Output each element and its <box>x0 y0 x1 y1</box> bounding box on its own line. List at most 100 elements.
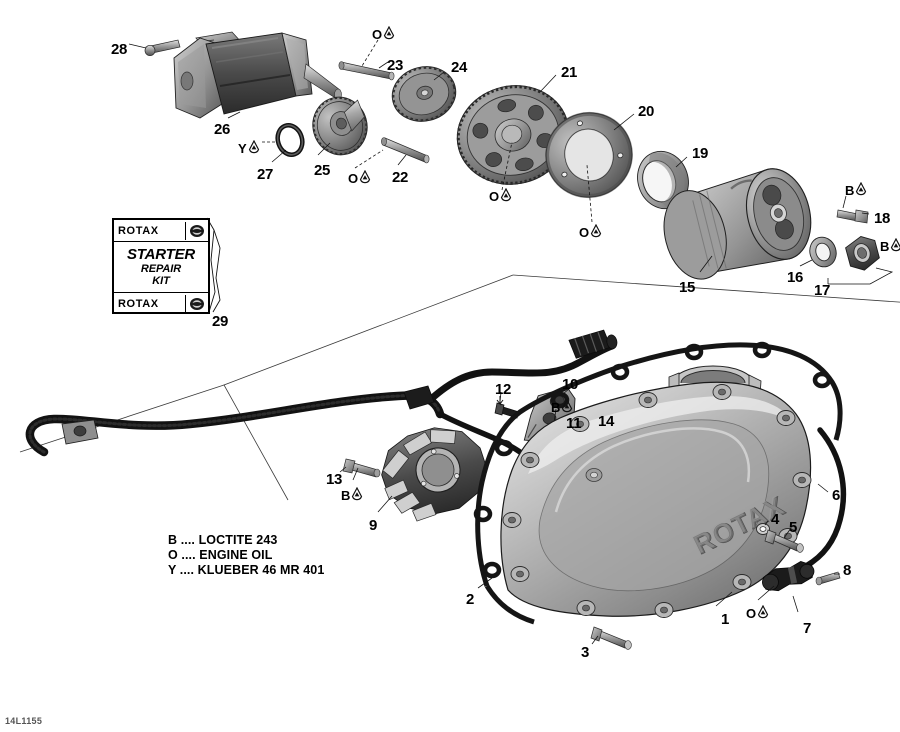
part-28-starter-bolt <box>128 39 181 57</box>
fluid-symbol: O <box>348 170 359 186</box>
loctite-drop-icon <box>351 486 363 503</box>
oil-drop-icon <box>500 187 512 204</box>
callout-sensor-cable: 6 <box>832 487 841 504</box>
part-2-cover-gasket <box>473 341 843 625</box>
part-18-screw-small <box>836 195 870 224</box>
part-21-starter-drive-gear <box>456 74 570 191</box>
part-17-flywheel-nut <box>827 236 894 285</box>
kit-title: STARTER <box>126 246 196 263</box>
loctite-drop-icon <box>855 181 867 198</box>
callout-cover-gasket: 2 <box>466 591 475 608</box>
part-1-engine-cover: ROTAX ROTAX <box>500 365 812 618</box>
fluid-marker-o: O <box>489 187 512 204</box>
fluid-symbol: B <box>880 238 890 254</box>
oil-drop-icon <box>757 604 769 621</box>
loctite-drop-icon <box>561 398 573 415</box>
part-25-reduction-gear <box>312 96 368 156</box>
callout-rubber-grommet: 14 <box>598 413 615 430</box>
callout-cable-guide-plate: 10 <box>562 376 579 393</box>
kit-sub-2: KIT <box>152 275 170 287</box>
fluid-symbol: O <box>579 224 590 240</box>
callout-idler-gear: 24 <box>451 59 468 76</box>
fluid-marker-b: B <box>341 486 363 503</box>
callout-sensor-screw: 8 <box>843 562 852 579</box>
legend-line-o: O .... ENGINE OIL <box>168 548 273 562</box>
grease-drop-icon <box>248 139 260 156</box>
fluid-symbol: B <box>845 182 855 198</box>
fluid-marker-o: O <box>746 604 769 621</box>
stator-wiring-harness <box>25 342 616 457</box>
starter-repair-kit-label: ROTAX STARTER REPAIR KIT ROTAX <box>112 218 210 314</box>
fluid-legend: B .... LOCTITE 243 O .... ENGINE OIL Y .… <box>168 533 324 578</box>
part-24-idler-gear <box>391 66 457 122</box>
part-5-screw <box>764 527 804 553</box>
callout-shaft-lower: 22 <box>392 169 409 186</box>
fluid-symbol: O <box>746 605 757 621</box>
fluid-marker-o: O <box>372 25 395 42</box>
fluid-symbol: Y <box>238 140 247 156</box>
callout-sprag-clutch-plate: 20 <box>638 103 655 120</box>
callout-flywheel-nut: 17 <box>814 282 831 299</box>
fluid-symbol: B <box>341 487 351 503</box>
kit-brand-top: ROTAX <box>118 224 159 237</box>
kit-row-top: ROTAX <box>114 220 208 242</box>
part-22-shaft-lower <box>354 137 430 169</box>
loctite-drop-icon <box>890 237 900 254</box>
kit-sub-1: REPAIR <box>140 263 182 275</box>
callout-starter-drive-gear: 21 <box>561 64 578 81</box>
callout-stator-screw: 12 <box>495 381 512 398</box>
callout-flywheel-magneto: 15 <box>679 279 696 296</box>
kit-row-bottom: ROTAX <box>114 292 208 314</box>
part-4-washer <box>756 520 770 535</box>
callout-o-ring: 27 <box>257 166 274 183</box>
fluid-marker-b: B <box>880 237 900 254</box>
kit-brand-bottom: ROTAX <box>118 297 159 310</box>
fluid-symbol: O <box>489 188 500 204</box>
callout-shaft-upper: 23 <box>387 57 404 74</box>
callout-reduction-gear: 25 <box>314 162 331 179</box>
callout-starter-ring: 19 <box>692 145 709 162</box>
part-7-crank-position-sensor <box>757 560 815 613</box>
part-29-leader <box>206 217 221 313</box>
fluid-marker-b: B <box>551 398 573 415</box>
grouping-outline <box>19 274 900 501</box>
callout-engine-cover: 1 <box>721 611 730 628</box>
part-23-shaft-upper <box>338 39 395 81</box>
fluid-marker-b: B <box>845 181 867 198</box>
rotax-roundel-icon-bottom <box>185 294 208 313</box>
callout-screw-small: 18 <box>874 210 891 227</box>
sheet-code: 14L1155 <box>5 716 43 726</box>
oil-drop-icon <box>359 169 371 186</box>
legend-line-y: Y .... KLUEBER 46 MR 401 <box>168 563 325 577</box>
fluid-marker-o: O <box>348 169 371 186</box>
callout-crank-position-sensor: 7 <box>803 620 812 637</box>
callout-washer: 4 <box>771 511 780 528</box>
kit-title-block: STARTER REPAIR KIT <box>114 242 208 292</box>
callout-starter-motor: 26 <box>214 121 231 138</box>
part-20-sprag-clutch-plate <box>545 111 635 223</box>
callout-starter-motor-bolt: 28 <box>111 41 128 58</box>
fluid-symbol: O <box>372 26 383 42</box>
part-9-stator <box>377 427 488 522</box>
fluid-marker-y: Y <box>238 139 260 156</box>
part-10-connector <box>568 329 618 359</box>
part-19-starter-ring <box>637 150 689 210</box>
part-8-sensor-screw <box>815 571 841 586</box>
part-15-flywheel-magneto <box>663 168 812 280</box>
part-27-o-ring <box>262 123 305 163</box>
callout-screw: 5 <box>789 519 798 536</box>
callout-stator: 9 <box>369 517 378 534</box>
part-3-cover-screw-lower <box>590 626 632 650</box>
part-26-starter-motor <box>173 31 342 119</box>
callout-stator-bolt: 13 <box>326 471 343 488</box>
callout-guide-screw: 11 <box>566 415 582 432</box>
rotax-roundel-icon <box>185 221 208 240</box>
callout-washer-flywheel: 16 <box>787 269 804 286</box>
legend-line-b: B .... LOCTITE 243 <box>168 533 278 547</box>
part-13-stator-bolt <box>339 458 381 481</box>
fluid-marker-o: O <box>579 223 602 240</box>
oil-drop-icon <box>383 25 395 42</box>
fluid-symbol: B <box>551 399 561 415</box>
